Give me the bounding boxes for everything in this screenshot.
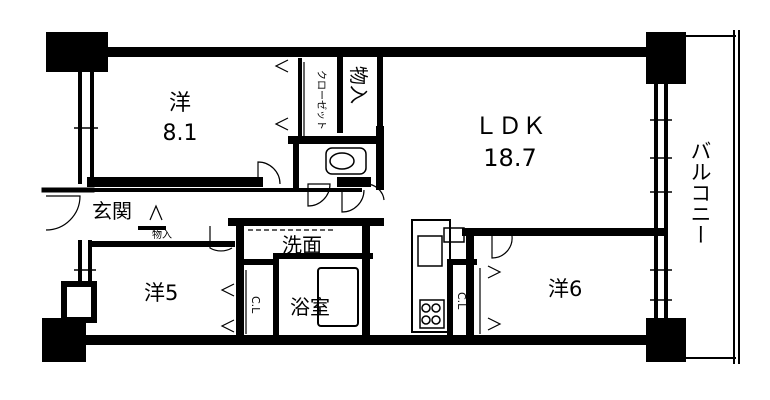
window-ticks bbox=[74, 119, 672, 301]
room-bath-label: 浴室 bbox=[290, 295, 330, 319]
room-entrance-label: 玄関 bbox=[92, 199, 132, 223]
fixtures bbox=[317, 147, 465, 333]
interior-walls bbox=[41, 49, 666, 340]
room-storage-1-label: 物入 bbox=[347, 66, 369, 104]
room-western-3-label: 洋6 bbox=[548, 277, 582, 301]
room-ldk-size: 18.7 bbox=[483, 144, 536, 172]
room-western-2-label: 洋5 bbox=[144, 281, 178, 305]
room-balcony-label: バルコニー bbox=[688, 140, 712, 245]
room-ldk-name: ＬＤＫ bbox=[474, 112, 546, 140]
room-western-1-size: 8.1 bbox=[163, 121, 198, 146]
room-cl-2-label: C.L bbox=[455, 292, 468, 310]
closet-door-marks bbox=[149, 59, 502, 334]
toilet bbox=[325, 147, 367, 175]
room-western-1-name: 洋 bbox=[169, 91, 191, 116]
balcony-rail bbox=[686, 30, 740, 364]
bathtub bbox=[317, 267, 359, 327]
kitchen-counter bbox=[411, 219, 451, 333]
room-closet-label: クローゼット bbox=[315, 70, 327, 130]
room-washroom-label: 洗面 bbox=[282, 233, 322, 257]
room-cl-1-label: C.L bbox=[249, 296, 262, 314]
room-storage-2-label: 物入 bbox=[152, 228, 172, 241]
room-labels: 洋 8.1 クローゼット 物入 ＬＤＫ 18.7 玄関 物入 洗面 洋5 浴室 … bbox=[92, 66, 712, 319]
door-swings bbox=[45, 161, 513, 259]
